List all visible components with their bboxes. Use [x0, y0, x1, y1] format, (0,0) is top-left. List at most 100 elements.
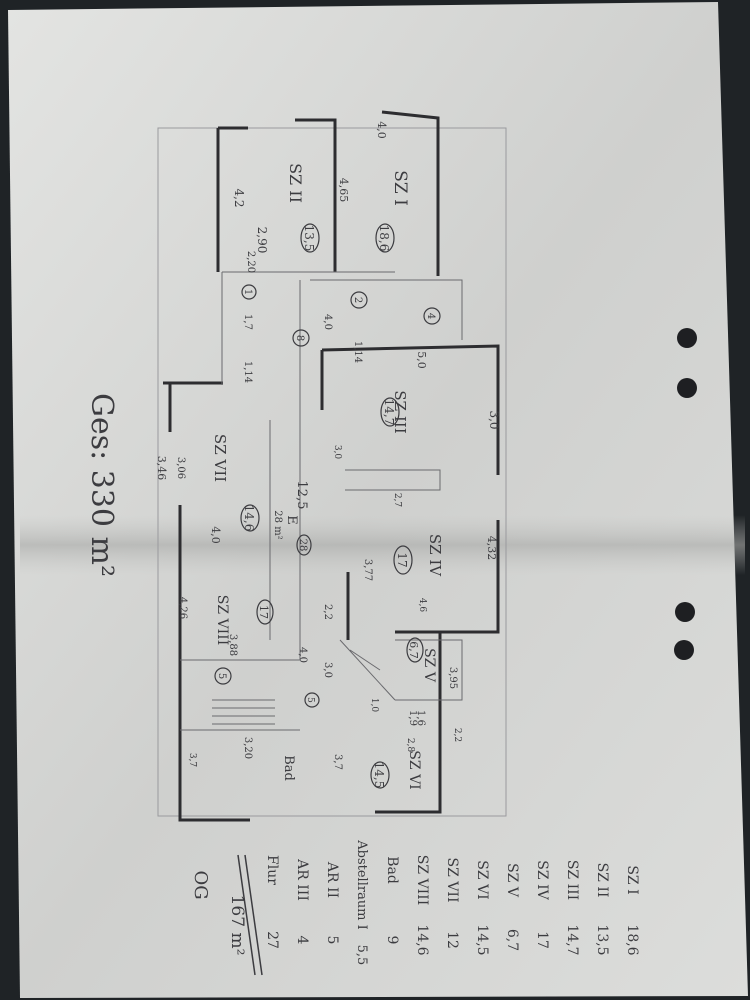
- room-sz4-dim: 4,32: [485, 536, 498, 561]
- summary-item: Bad: [384, 856, 400, 884]
- summary-value: 17: [534, 931, 550, 949]
- room-sz3-area: 14,7: [382, 399, 396, 426]
- room-sz8-area: 17: [257, 605, 270, 619]
- summary-value: 27: [264, 931, 280, 949]
- guide-frame: [157, 127, 507, 817]
- room-sz1-label: SZ I: [390, 170, 410, 206]
- room-sz7-dim2: 3,46: [155, 456, 168, 481]
- room-sz3-dim: 3,0: [487, 410, 501, 429]
- summary-item: SZ II: [594, 863, 610, 898]
- dim-note: 3,06: [175, 457, 186, 479]
- summary-value: 13,5: [594, 924, 610, 955]
- bath-label: Bad: [281, 755, 296, 781]
- room-sz5-area: 6,7: [407, 641, 420, 659]
- summary-value: 14,7: [564, 924, 580, 955]
- small-room-5a: 5: [305, 697, 315, 703]
- summary-value: 4: [294, 936, 310, 945]
- punch-holes: [674, 328, 697, 660]
- total-area: Ges: 330 m²: [84, 393, 119, 577]
- room-sz7-area: 14,6: [242, 505, 256, 532]
- paper-sheet: [8, 2, 748, 998]
- wall: [395, 520, 500, 634]
- hall-length: 12,5: [294, 481, 309, 510]
- summary-item: SZ III: [564, 860, 580, 900]
- dim-note: 2,7: [392, 493, 402, 508]
- dim-note: 3,20: [242, 737, 253, 759]
- interior-line: [180, 659, 300, 731]
- summary-value: 6,7: [504, 929, 520, 951]
- room-sz4-dim2: 3,77: [362, 559, 373, 581]
- dim-note: 3,0: [332, 445, 342, 460]
- sum-underline: [244, 854, 263, 976]
- interior-line: [345, 469, 441, 491]
- room-sz7-label: SZ VII: [211, 434, 229, 482]
- room-sz4-area: 17: [395, 552, 409, 567]
- summary-value: 14,6: [414, 924, 430, 955]
- small-room-2: 2: [352, 297, 363, 303]
- wall: [178, 505, 250, 822]
- small-room-1: 1: [242, 289, 253, 295]
- room-sz7-dim: 4,0: [209, 526, 222, 544]
- interior-line: [221, 271, 395, 385]
- small-room-8: 8: [294, 335, 305, 341]
- summary-value: 14,5: [474, 924, 490, 955]
- stairs: [212, 699, 275, 725]
- interior-line: [395, 639, 463, 701]
- summary-item: SZ VII: [444, 858, 460, 903]
- summary-value: 5: [324, 936, 340, 945]
- summary-item: AR III: [294, 858, 310, 901]
- room-sz3-dim2: 5,0: [415, 351, 428, 369]
- room-sz2-label: SZ II: [286, 163, 305, 203]
- hall-label: E: [284, 515, 299, 525]
- hall-area: 28 m²: [272, 510, 283, 539]
- floor-og-label: OG: [190, 870, 211, 899]
- dim-note: 2,2: [322, 604, 333, 620]
- small-room-markers: 4 2 1 8 5 5: [214, 284, 441, 708]
- interior-line: [299, 279, 463, 660]
- floor-plan: [163, 110, 500, 822]
- sum-underline: [237, 854, 256, 976]
- wall: [163, 381, 223, 432]
- summary-value: 9: [384, 936, 400, 945]
- wall: [375, 632, 442, 814]
- summary-list: SZ I 18,6 SZ II 13,5 SZ III 14,7 SZ IV 1…: [264, 839, 640, 965]
- dim-note: 4,0: [297, 647, 308, 663]
- summary-item: SZ IV: [534, 860, 550, 900]
- room-sz6-area: 14,5: [372, 762, 386, 789]
- dim-note: 1,0: [369, 698, 379, 713]
- room-sz6-dim2: 1,9: [407, 710, 418, 726]
- summary-item: SZ VIII: [414, 855, 430, 905]
- room-sz2-dim: 4,2: [232, 188, 246, 207]
- wall: [216, 126, 248, 272]
- dimension-notes: 1,7 1,14 4,0 1,14 3,0 2,7 2,2 4,0 3,0 2,…: [175, 251, 462, 768]
- room-sz2-dim2: 2,90: [255, 227, 269, 254]
- room-sz1-dim2: 4,65: [337, 178, 350, 203]
- room-labels: SZ I 18,6 4,0 4,65 SZ II 13,5 4,2 2,90 S…: [155, 121, 501, 789]
- small-room-4: 4: [425, 313, 436, 319]
- dim-note: 1,14: [352, 341, 363, 363]
- small-room-5b: 5: [216, 673, 227, 679]
- wall: [320, 344, 500, 475]
- room-sz8-dim: 4,26: [177, 597, 188, 619]
- interior-line: [339, 639, 396, 701]
- dim-note: 2,2: [452, 728, 462, 742]
- wall: [295, 118, 337, 272]
- room-sz8-label: SZ VIII: [214, 595, 230, 645]
- dim-note: 3,7: [187, 753, 197, 768]
- room-sz1-area: 18,6: [377, 225, 391, 252]
- room-sz4-label: SZ IV: [426, 534, 444, 577]
- dim-note: 2,8: [405, 738, 415, 753]
- summary-value: 5,5: [354, 945, 369, 966]
- room-sz2-area: 13,5: [302, 225, 316, 252]
- dim-note: 1,14: [242, 361, 253, 383]
- hall-number: 28: [297, 539, 308, 552]
- summary-item: AR II: [324, 861, 340, 898]
- dim-note: 2,20: [245, 251, 256, 273]
- room-sz8-dim2: 3,88: [227, 634, 238, 656]
- wall: [381, 110, 440, 276]
- dim-note: 1,7: [242, 314, 253, 330]
- subtotal: 167 m²: [227, 895, 247, 956]
- summary-item: SZ I: [624, 865, 640, 894]
- summary-item: Abstellraum I: [354, 839, 369, 930]
